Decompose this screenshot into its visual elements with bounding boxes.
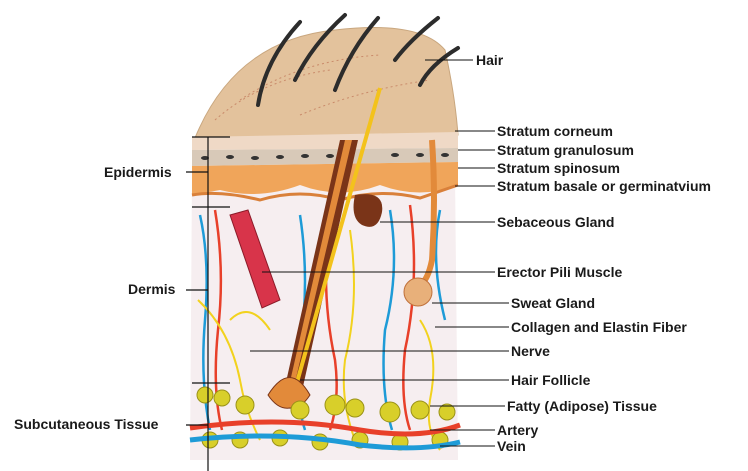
skin-surface xyxy=(195,28,458,139)
label-vein: Vein xyxy=(497,438,526,454)
label-fatty-tissue: Fatty (Adipose) Tissue xyxy=(507,398,657,414)
label-stratum-basale: Stratum basale or germinatvium xyxy=(497,178,711,194)
stratum-spinosum-layer xyxy=(192,162,458,195)
label-artery: Artery xyxy=(497,422,538,438)
label-dermis: Dermis xyxy=(128,281,175,297)
label-collagen: Collagen and Elastin Fiber xyxy=(511,319,687,335)
label-hair: Hair xyxy=(476,52,503,68)
label-sebaceous-gland: Sebaceous Gland xyxy=(497,214,614,230)
label-subcutaneous: Subcutaneous Tissue xyxy=(14,416,158,432)
label-stratum-granulosum: Stratum granulosum xyxy=(497,142,634,158)
label-hair-follicle: Hair Follicle xyxy=(511,372,590,388)
label-sweat-gland: Sweat Gland xyxy=(511,295,595,311)
label-epidermis: Epidermis xyxy=(104,164,172,180)
label-erector-pili: Erector Pili Muscle xyxy=(497,264,622,280)
label-stratum-corneum: Stratum corneum xyxy=(497,123,613,139)
label-nerve: Nerve xyxy=(511,343,550,359)
label-stratum-spinosum: Stratum spinosum xyxy=(497,160,620,176)
sweat-gland xyxy=(404,278,432,306)
